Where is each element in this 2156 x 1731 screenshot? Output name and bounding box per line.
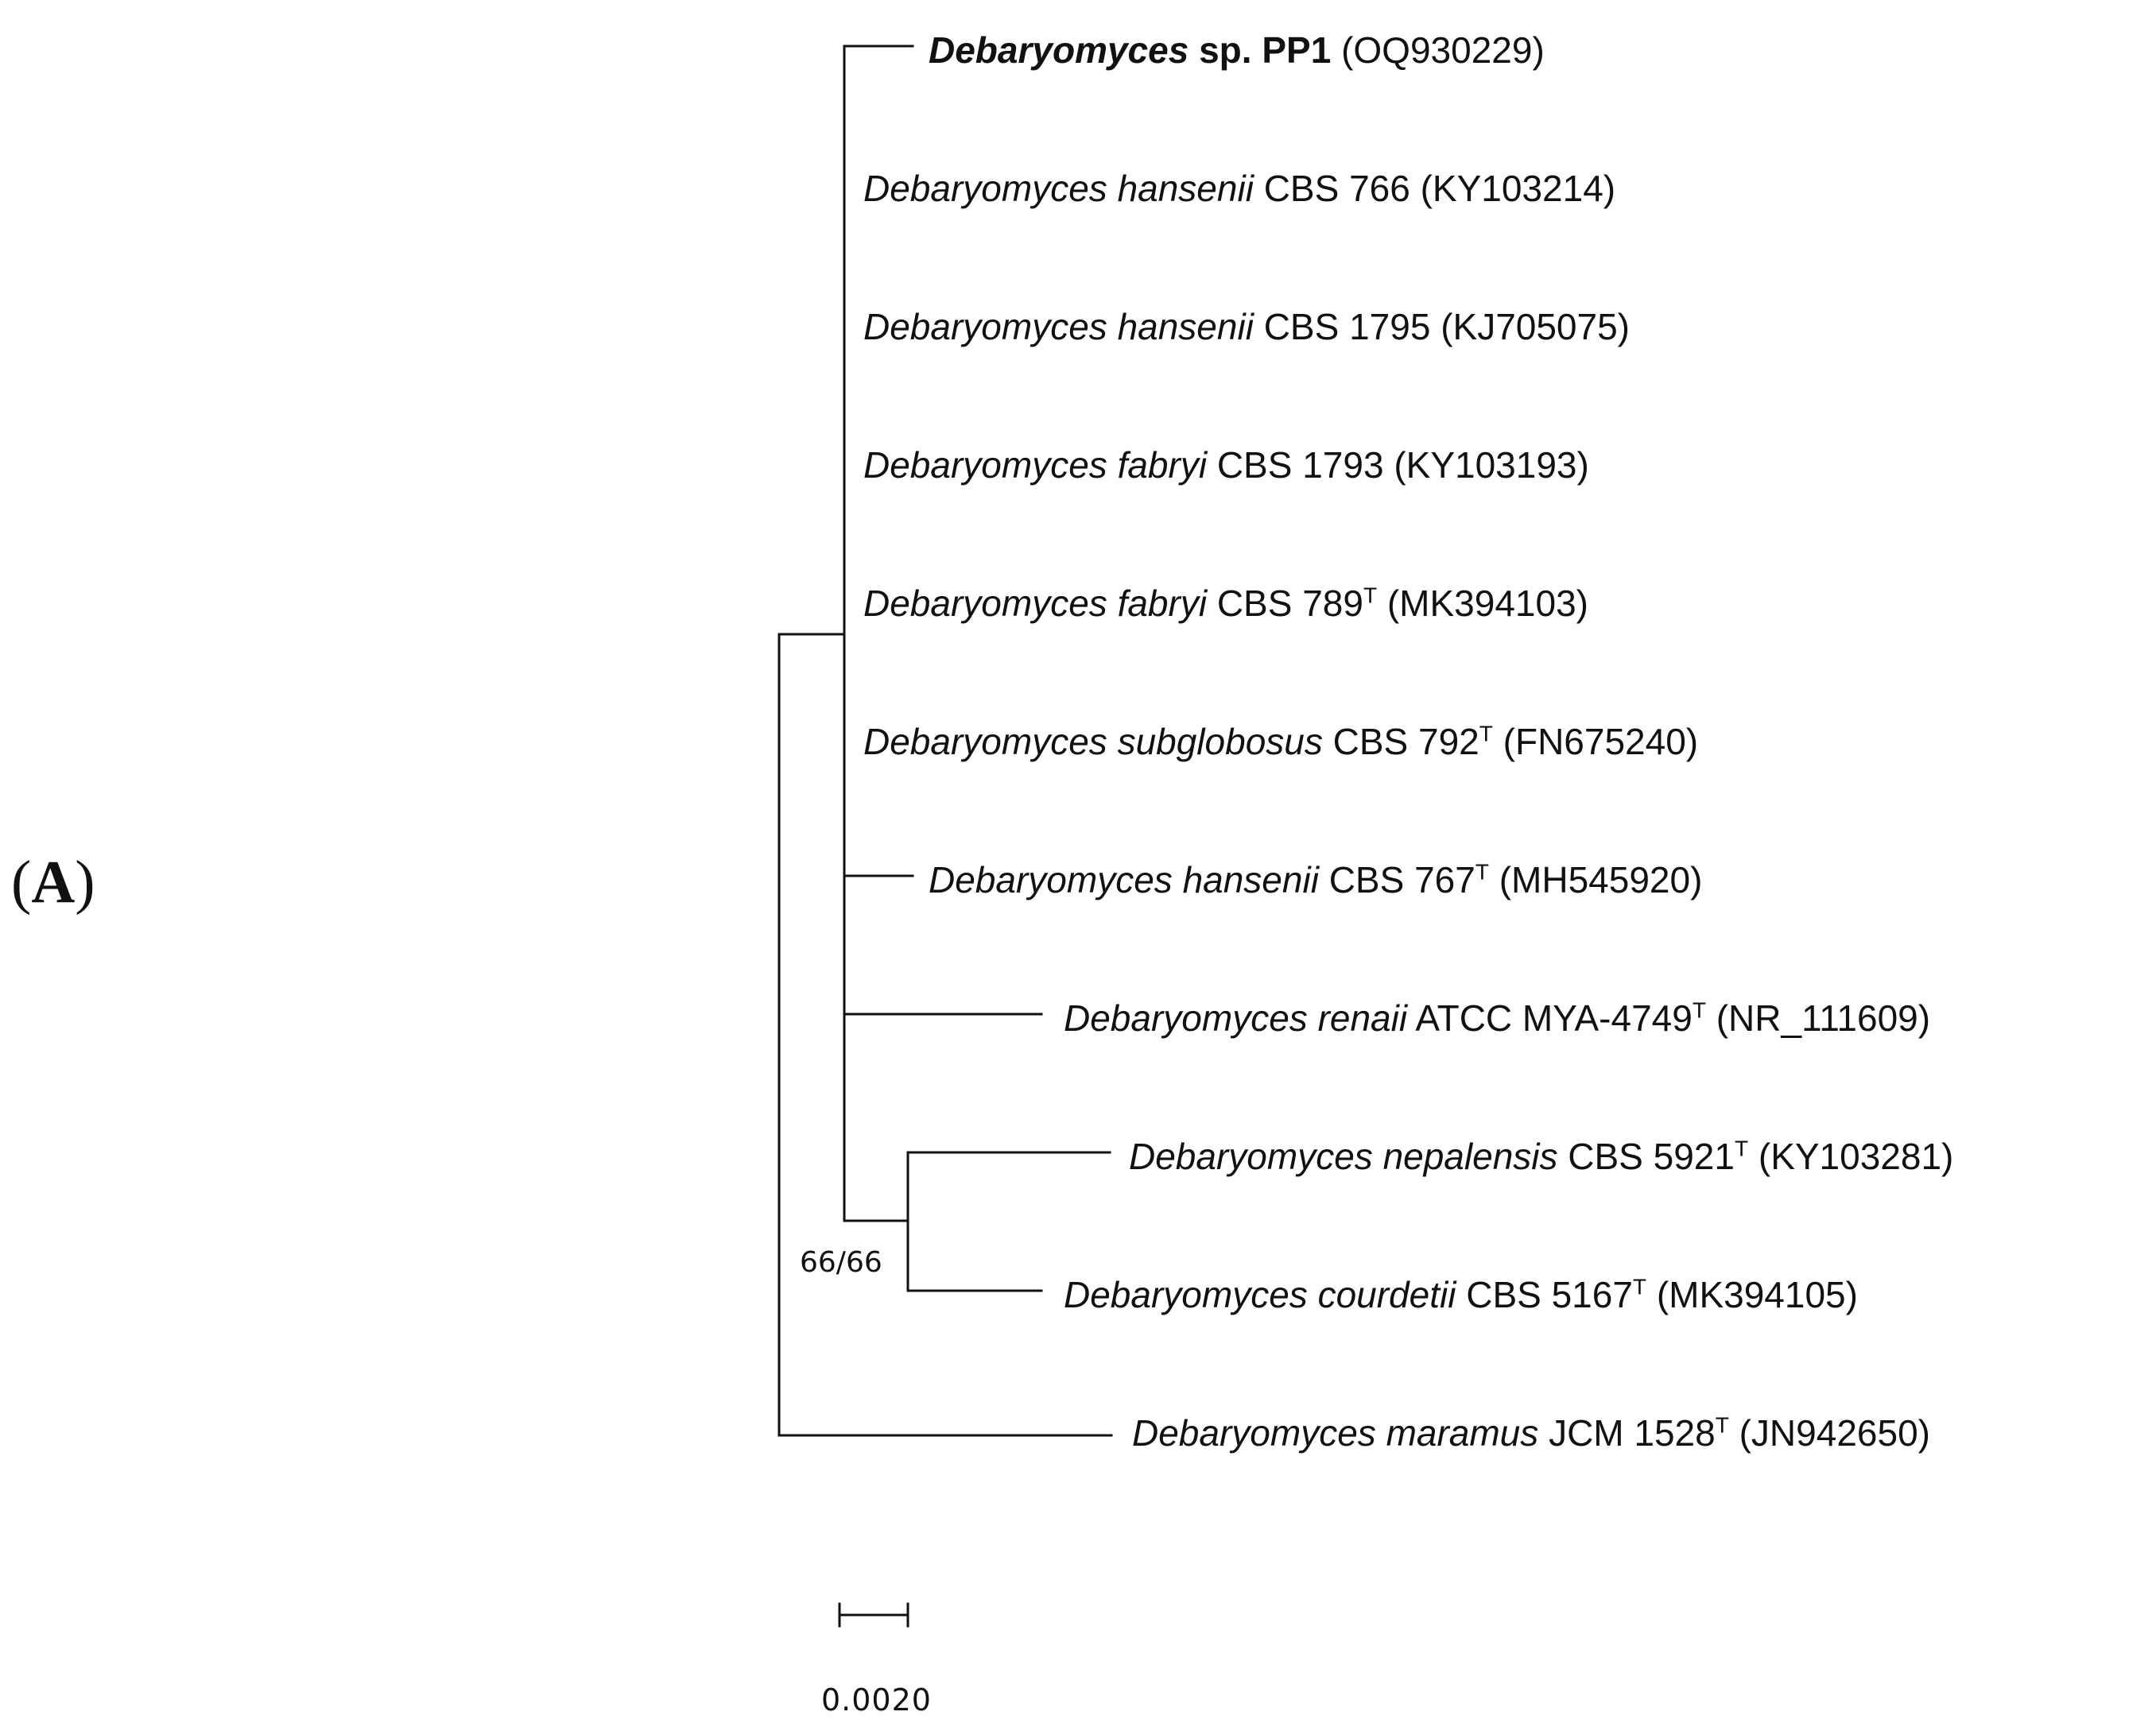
taxon-label-hansenii-cbs766: Debaryomyces hansenii CBS 766 (KY103214) xyxy=(863,168,1616,209)
taxon-label-pp1: Debaryomyces sp. PP1 (OQ930229) xyxy=(929,29,1545,71)
taxon-label-renaii-atcc: Debaryomyces renaii ATCC MYA-4749T (NR_1… xyxy=(1064,997,1931,1039)
taxon-label-nepalensis-cbs5921: Debaryomyces nepalensis CBS 5921T (KY103… xyxy=(1129,1136,1954,1177)
taxon-label-hansenii-cbs767: Debaryomyces hansenii CBS 767T (MH545920… xyxy=(929,859,1703,900)
taxon-label-fabryi-cbs789: Debaryomyces fabryi CBS 789T (MK394103) xyxy=(863,583,1588,624)
scale-bar-label: 0.0020 xyxy=(821,1683,932,1717)
bootstrap-support-label: 66/66 xyxy=(800,1246,882,1279)
taxon-label-hansenii-cbs1795: Debaryomyces hansenii CBS 1795 (KJ705075… xyxy=(863,306,1631,347)
taxon-label-courdetii-cbs5167: Debaryomyces courdetii CBS 5167T (MK3941… xyxy=(1064,1274,1858,1315)
taxon-label-subglobosus-cbs792: Debaryomyces subglobosus CBS 792T (FN675… xyxy=(863,721,1699,762)
taxon-label-fabryi-cbs1793: Debaryomyces fabryi CBS 1793 (KY103193) xyxy=(863,444,1589,486)
panel-label: (A) xyxy=(11,849,95,916)
taxon-label-maramus-jcm1528: Debaryomyces maramus JCM 1528T (JN942650… xyxy=(1132,1412,1930,1454)
